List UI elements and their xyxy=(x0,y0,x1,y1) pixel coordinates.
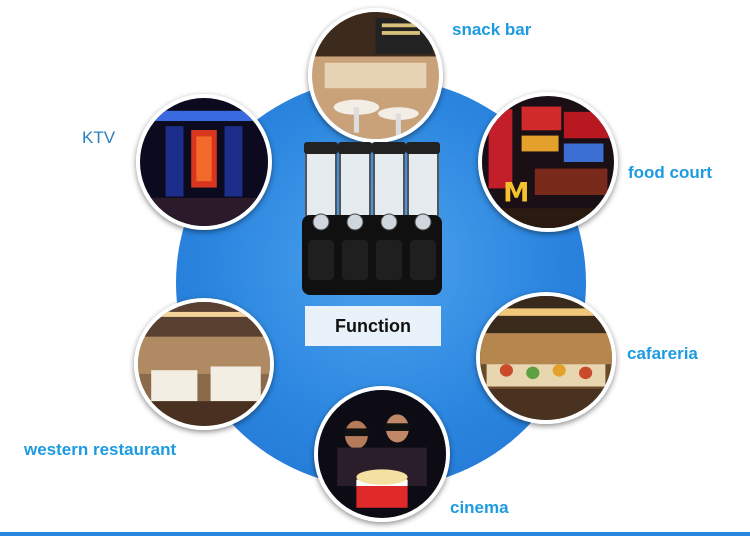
cafareria-photo xyxy=(476,292,616,424)
western-restaurant-label: western restaurant xyxy=(24,440,177,459)
cinema-photo xyxy=(314,386,450,522)
snack-bar-label: snack bar xyxy=(452,20,532,39)
western-restaurant-photo xyxy=(134,298,274,430)
center-label: Function xyxy=(305,306,441,346)
food-court-label: food court xyxy=(628,163,713,182)
cinema-label: cinema xyxy=(450,498,509,517)
cafareria-label: cafareria xyxy=(627,344,698,363)
ktv-label: KTV xyxy=(82,128,116,147)
food-court-photo: M xyxy=(478,92,618,232)
ktv-photo xyxy=(136,94,272,230)
snack-bar-photo xyxy=(308,8,443,143)
svg-text:M: M xyxy=(503,178,529,209)
bottom-border xyxy=(0,532,750,536)
slush-machine-image xyxy=(298,140,448,300)
